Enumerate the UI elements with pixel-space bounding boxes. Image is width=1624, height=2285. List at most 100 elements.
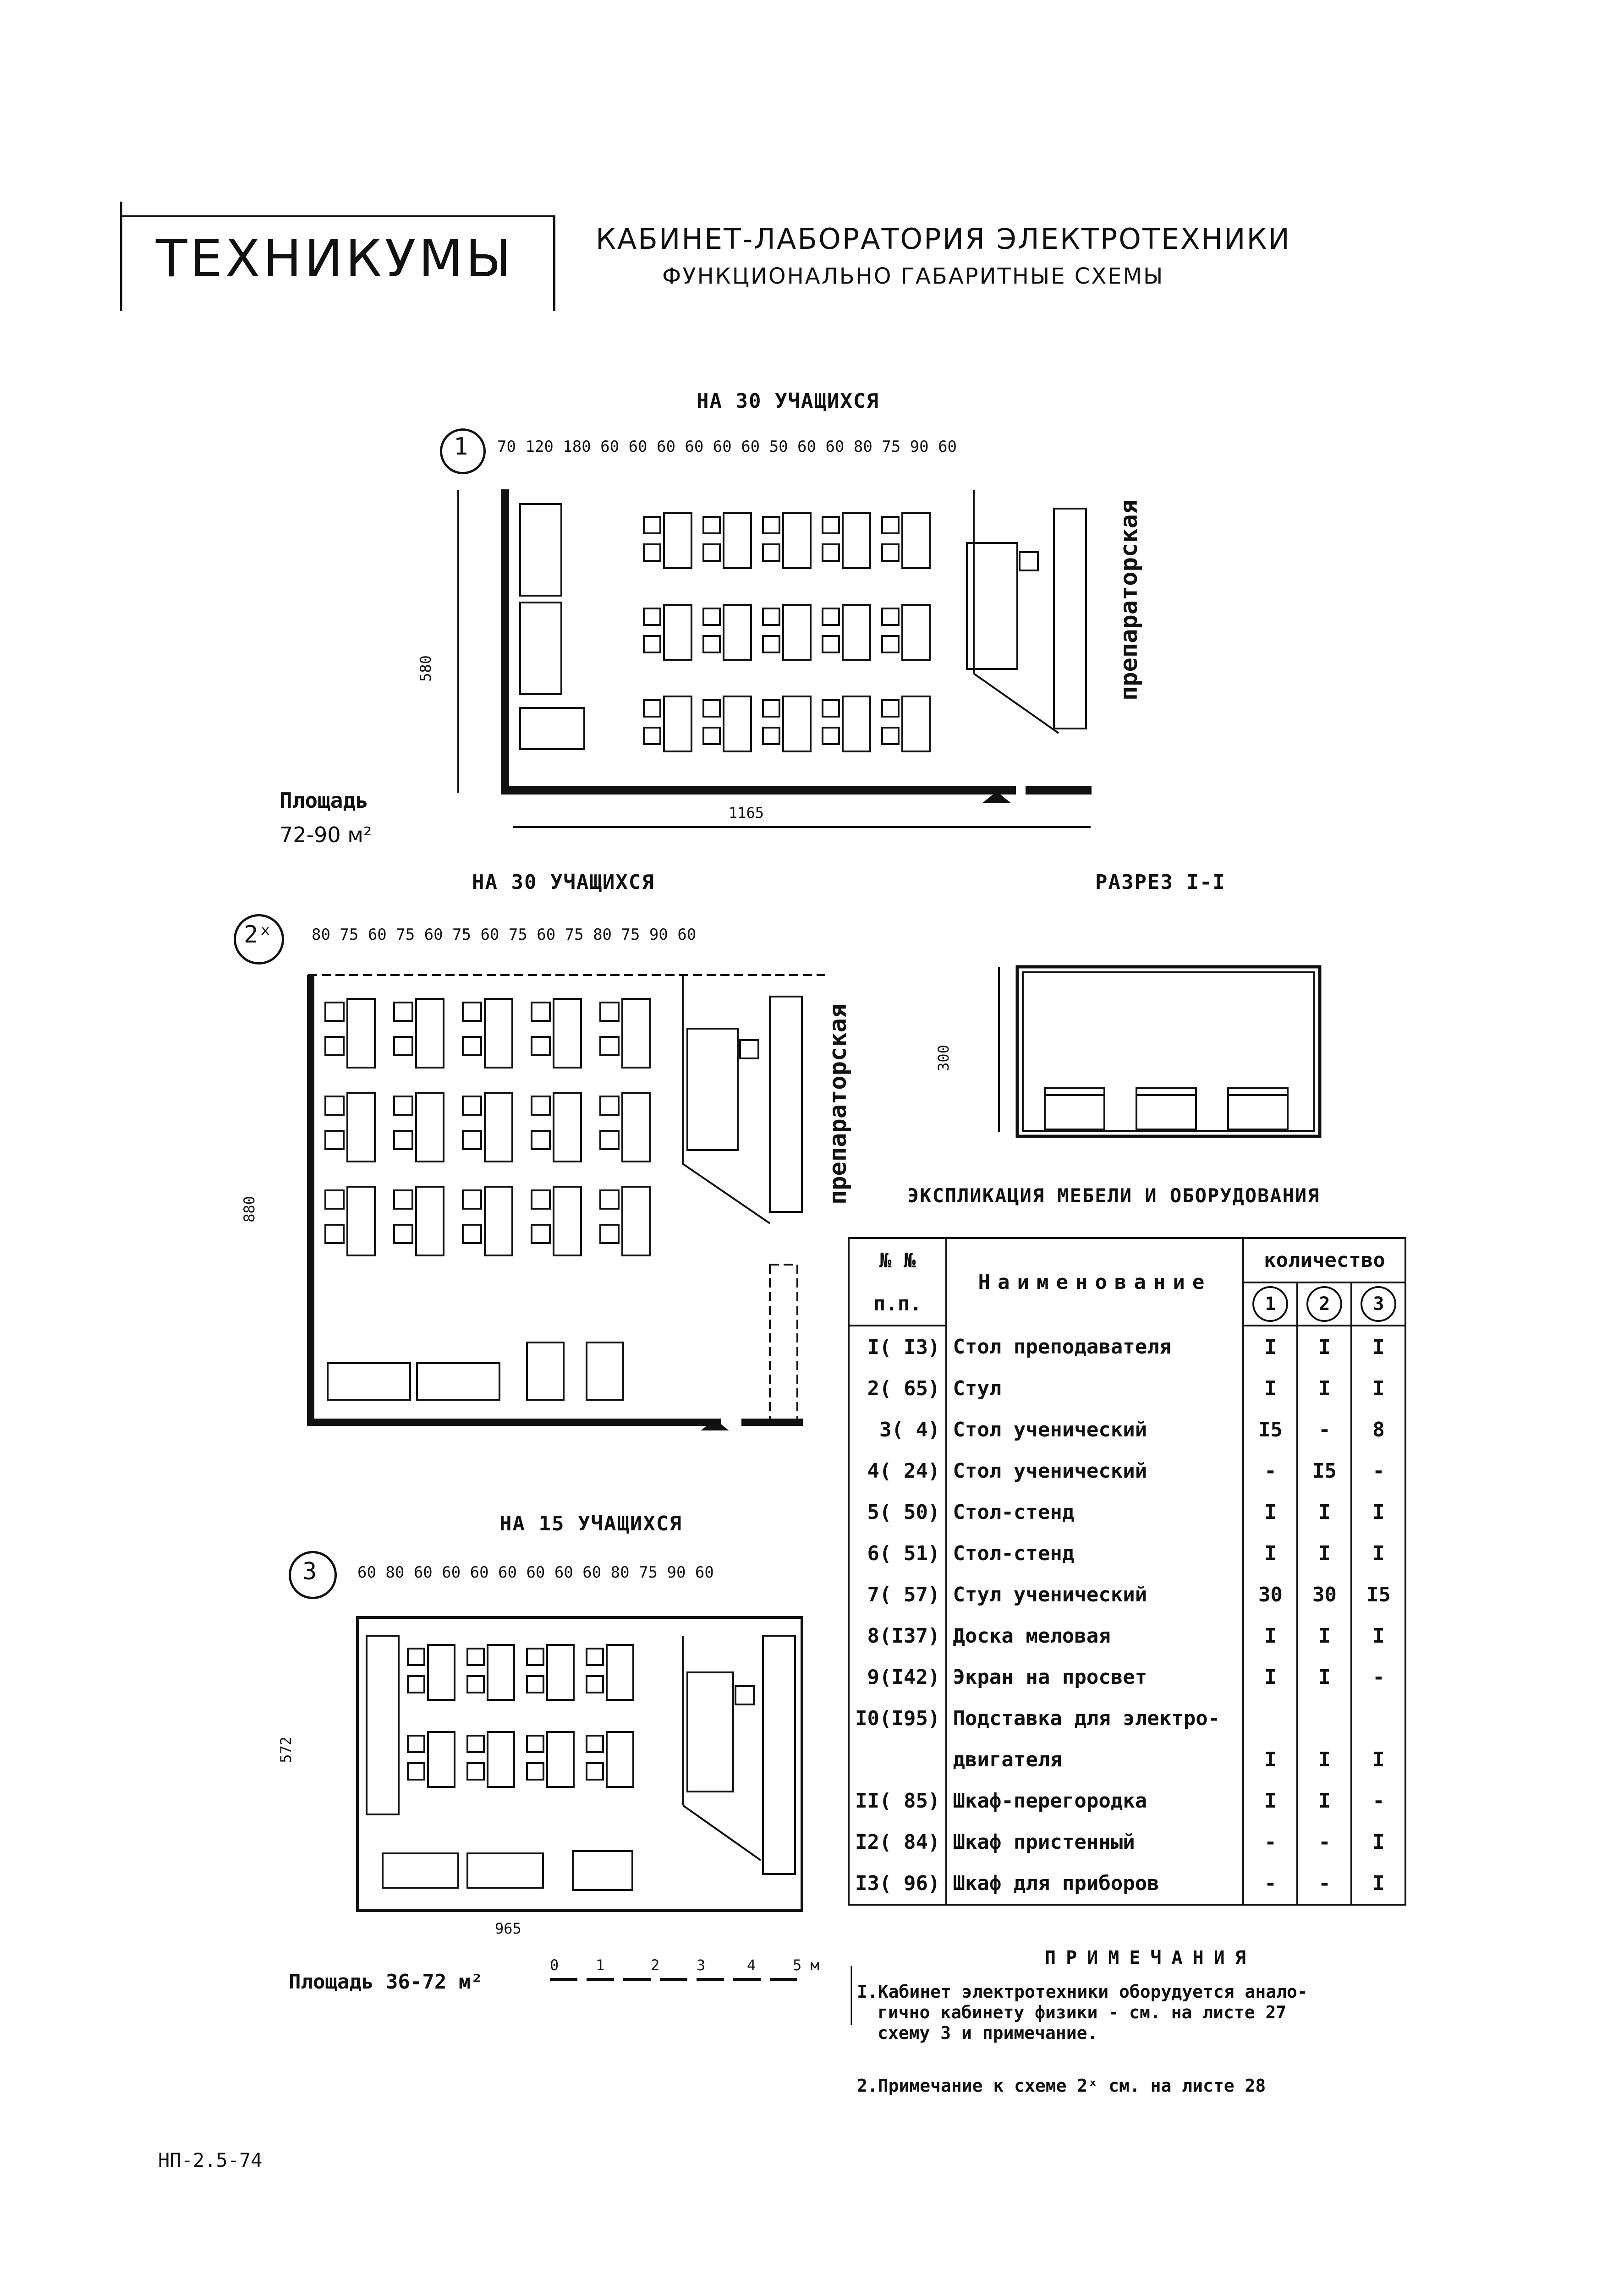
col-name-header: Наименование (945, 1237, 1245, 1326)
chair (407, 1675, 425, 1693)
row-number: I3( 96) (847, 1863, 948, 1906)
chair (393, 1224, 413, 1244)
desk (346, 998, 376, 1069)
chair (393, 1036, 413, 1056)
chair (526, 1675, 544, 1693)
chair (466, 1735, 485, 1753)
desk (901, 604, 931, 661)
row-name: Стол преподавателя (945, 1326, 1245, 1368)
desk (553, 1092, 582, 1162)
desk (901, 696, 931, 752)
chair (599, 1224, 620, 1244)
row-qty-2: 30 (1296, 1574, 1353, 1615)
chair (526, 1735, 544, 1753)
row-qty-2: - (1296, 1409, 1353, 1450)
plan1-number-label: 1 (454, 433, 468, 460)
row-qty-1: - (1242, 1821, 1299, 1863)
chair (531, 1002, 551, 1022)
chair (407, 1762, 425, 1781)
chair (643, 543, 661, 562)
row-qty-2: I (1296, 1326, 1353, 1368)
desk (606, 1731, 634, 1788)
row-number (847, 1739, 948, 1780)
chair (762, 635, 780, 653)
desk (346, 1092, 376, 1162)
explication-row: I3( 96)Шкаф для приборов--I (847, 1863, 1407, 1906)
row-name: Стол ученический (945, 1409, 1245, 1450)
row-qty-3: - (1350, 1450, 1407, 1491)
plan1-boards (519, 503, 1087, 750)
desk (546, 1644, 575, 1701)
desk (782, 512, 812, 569)
plan3-furniture (366, 1635, 796, 1891)
plan3-area: Площадь 36-72 м² (289, 1970, 483, 1994)
chair (462, 1096, 482, 1116)
row-qty-1: I (1242, 1326, 1299, 1368)
chair (462, 1130, 482, 1150)
chair (462, 1002, 482, 1022)
row-qty-3: I (1350, 1739, 1407, 1780)
row-name: Стол ученический (945, 1450, 1245, 1491)
row-qty-2: I (1296, 1780, 1353, 1821)
footer-code: НП-2.5-74 (158, 2149, 263, 2171)
row-qty-2: I (1296, 1739, 1353, 1780)
row-number: I( I3) (847, 1326, 948, 1368)
chair (462, 1189, 482, 1210)
chair (762, 516, 780, 534)
chair (702, 543, 721, 562)
row-qty-2: I5 (1296, 1450, 1353, 1491)
variant-3: 3 (1361, 1286, 1397, 1322)
plan1-number (440, 428, 486, 474)
row-qty-1: I (1242, 1533, 1299, 1574)
chair (599, 1189, 620, 1210)
explication-row: I2( 84)Шкаф пристенный--I (847, 1821, 1407, 1863)
desk (663, 696, 692, 752)
desk (901, 512, 931, 569)
note-1-line-3: схему 3 и примечание. (878, 2023, 1098, 2043)
chair (822, 543, 840, 562)
row-number: 4( 24) (847, 1450, 948, 1491)
desk (553, 1186, 582, 1256)
desk (621, 998, 651, 1069)
desk (427, 1644, 455, 1701)
plan3-walls (356, 1616, 803, 1912)
desk (842, 696, 871, 752)
chair (531, 1130, 551, 1150)
chair (643, 699, 661, 718)
row-qty-1: I (1242, 1656, 1299, 1698)
chair (702, 635, 721, 653)
row-qty-2: I (1296, 1656, 1353, 1698)
chair (531, 1224, 551, 1244)
chair (407, 1735, 425, 1753)
chair (324, 1224, 345, 1244)
category-title: ТЕХНИКУМЫ (156, 229, 514, 289)
chair (586, 1735, 604, 1753)
plan1-width: 1165 (729, 804, 764, 822)
plan2-number-label: 2ˣ (244, 921, 273, 948)
row-name: Экран на просвет (945, 1656, 1245, 1698)
chair (881, 543, 900, 562)
notes-title: ПРИМЕЧАНИЯ (1045, 1947, 1256, 1968)
chair (531, 1096, 551, 1116)
chair (462, 1224, 482, 1244)
desk (427, 1731, 455, 1788)
plan2-caption: НА 30 УЧАЩИХСЯ (472, 871, 655, 894)
row-name: двигателя (945, 1739, 1245, 1780)
row-name: Шкаф пристенный (945, 1821, 1245, 1863)
chair (702, 699, 721, 718)
chair (881, 608, 900, 626)
row-number: 8(I37) (847, 1615, 948, 1656)
desk (723, 512, 752, 569)
chair (586, 1762, 604, 1781)
explication-table: № № Наименование количество п.п. 1 2 3 I… (847, 1237, 1407, 1906)
chair (324, 1189, 345, 1210)
